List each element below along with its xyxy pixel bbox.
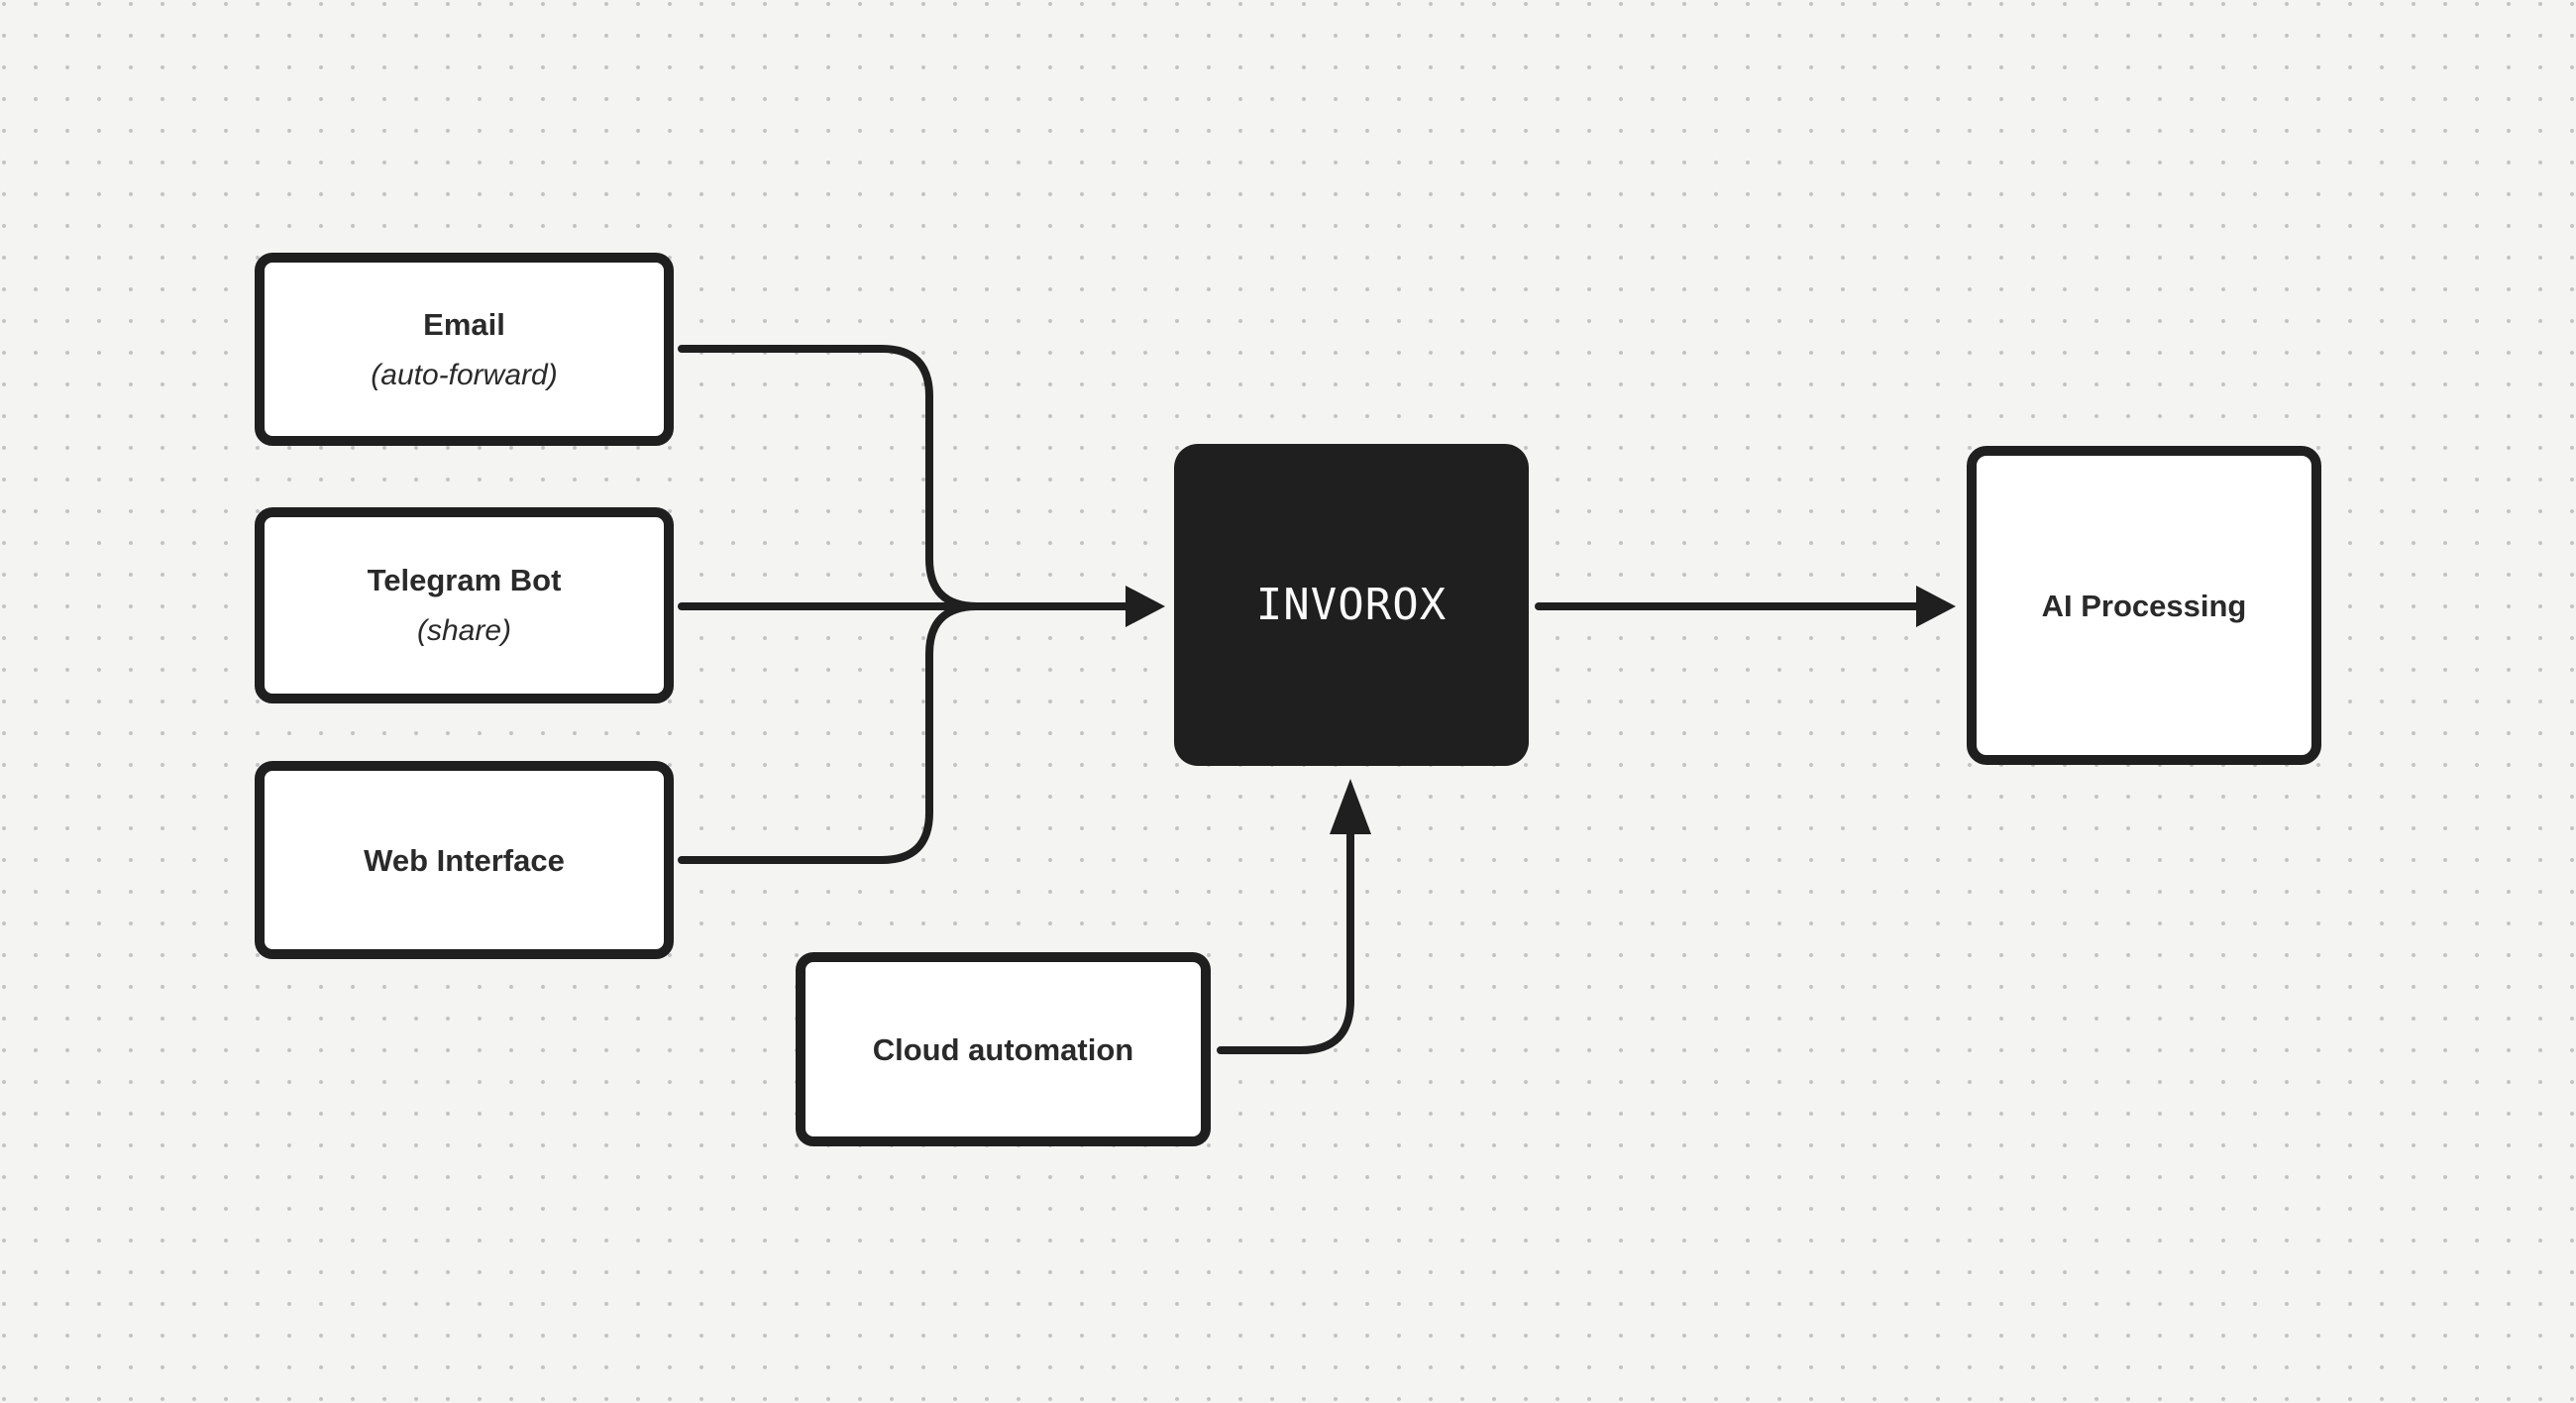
node-email: Email (auto-forward): [255, 253, 674, 446]
node-web-interface-label: Web Interface: [364, 842, 565, 878]
arrowhead-into-ai-processing: [1916, 586, 1956, 627]
node-telegram-bot-label: Telegram Bot: [367, 563, 562, 597]
edge-email-to-invorox: [678, 345, 981, 610]
node-email-sublabel: (auto-forward): [371, 358, 558, 391]
arrowhead-into-invorox: [1126, 586, 1165, 627]
edge-cloud-automation-to-invorox: [1217, 830, 1354, 1054]
node-cloud-automation-label: Cloud automation: [872, 1031, 1134, 1067]
node-telegram-bot: Telegram Bot (share): [255, 507, 674, 703]
node-ai-processing: AI Processing: [1967, 446, 2321, 765]
node-telegram-bot-sublabel: (share): [416, 614, 512, 647]
node-email-label: Email: [423, 306, 505, 342]
arrowhead-up-into-invorox: [1330, 779, 1371, 834]
node-invorox: INVOROX: [1174, 444, 1529, 766]
node-cloud-automation: Cloud automation: [796, 952, 1211, 1146]
node-ai-processing-label: AI Processing: [2041, 588, 2247, 623]
node-invorox-label: INVOROX: [1255, 580, 1448, 630]
node-web-interface: Web Interface: [255, 761, 674, 959]
edge-web-interface-to-invorox: [678, 602, 981, 864]
